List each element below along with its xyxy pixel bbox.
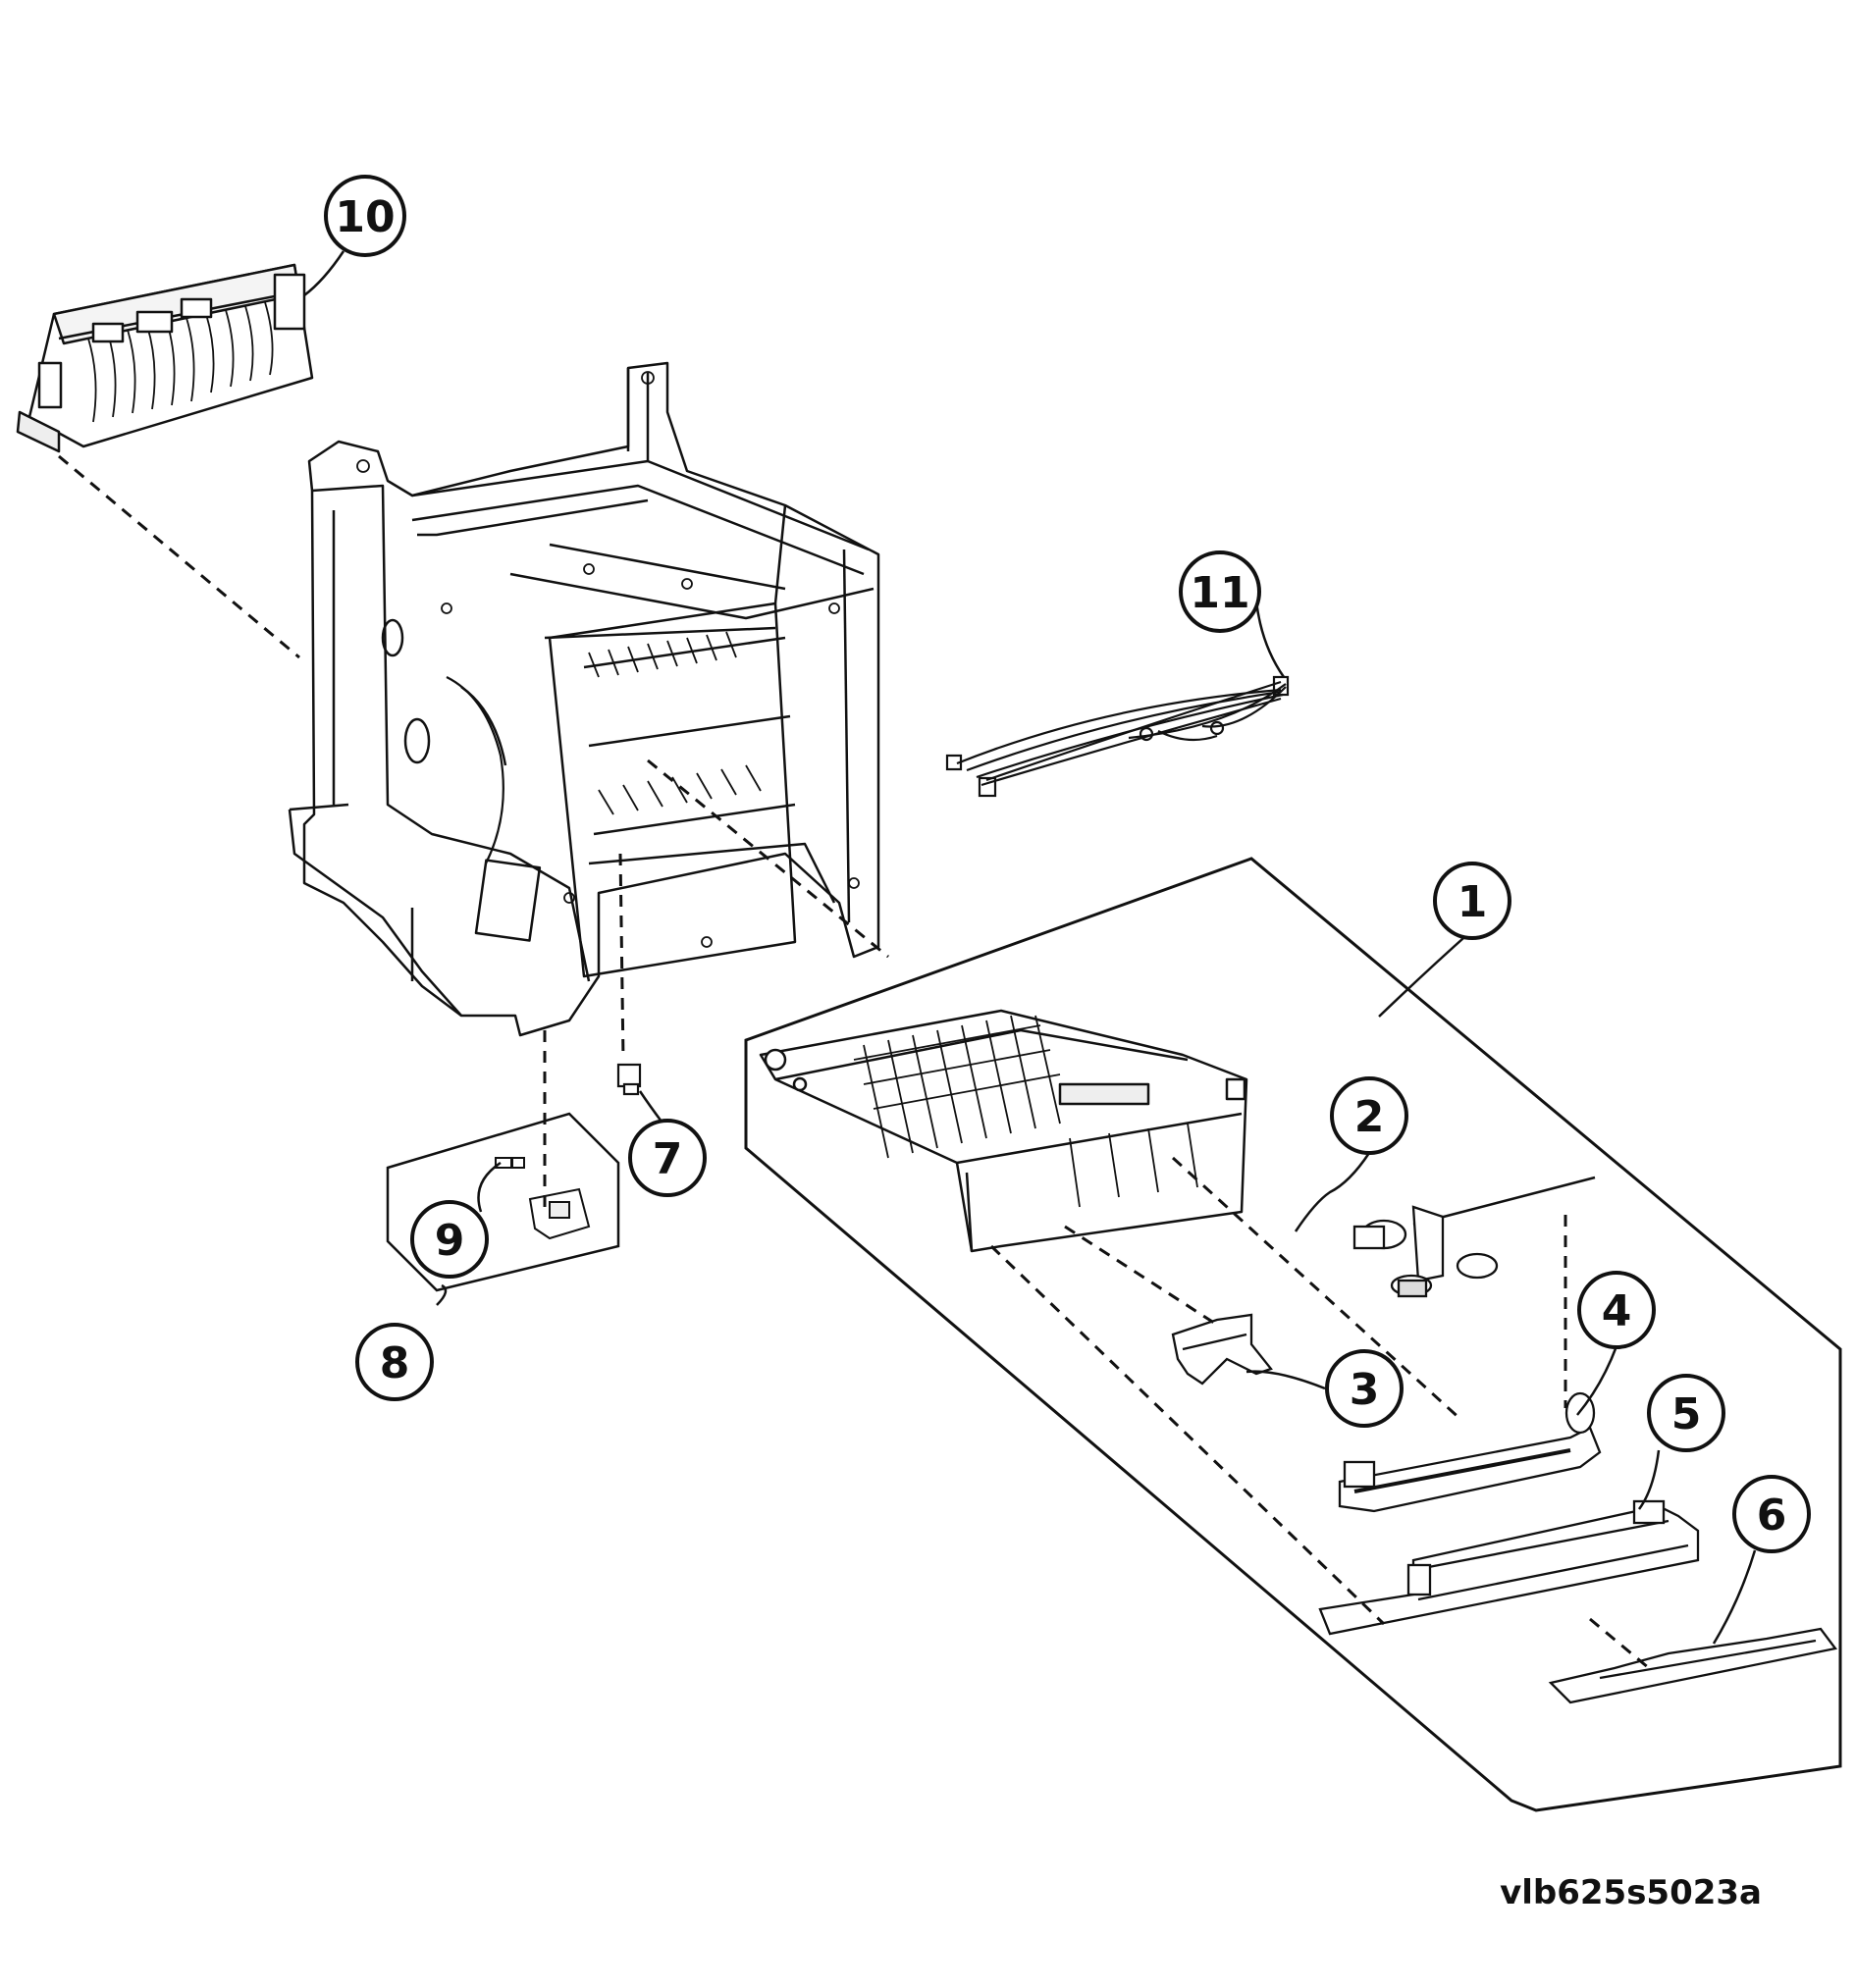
- callout-3-label: 3: [1350, 1365, 1380, 1415]
- callout-2: 2: [1330, 1076, 1408, 1155]
- assembly-lines: [58, 454, 1650, 1670]
- callout-8-label: 8: [380, 1338, 410, 1388]
- part-7-drawing: [616, 1063, 642, 1096]
- callout-6: 6: [1732, 1475, 1811, 1553]
- figure-id: vlb625s5023a: [1500, 1873, 1762, 1912]
- printer-frame-drawing: [288, 361, 880, 1037]
- callout-5: 5: [1647, 1374, 1725, 1452]
- callout-3: 3: [1325, 1349, 1404, 1428]
- part-10-drawing: [16, 263, 314, 453]
- callout-11-label: 11: [1190, 568, 1249, 618]
- part-2-drawing: [1352, 1176, 1596, 1298]
- part-5-drawing: [1318, 1499, 1700, 1636]
- callout-6-label: 6: [1757, 1491, 1787, 1541]
- callout-5-label: 5: [1671, 1389, 1702, 1439]
- callout-1-label: 1: [1458, 877, 1488, 927]
- kit-1-outline: [744, 857, 1842, 1812]
- callout-9-label: 9: [435, 1216, 465, 1266]
- callout-8: 8: [355, 1323, 434, 1401]
- part-9-drawing: [495, 1157, 591, 1240]
- part-11-drawing: [945, 675, 1290, 798]
- callout-10: 10: [324, 175, 406, 257]
- kit-8-drawing: [386, 1112, 620, 1292]
- callout-4: 4: [1577, 1271, 1656, 1349]
- part-3-drawing: [1171, 1313, 1273, 1386]
- callout-10-label: 10: [335, 192, 395, 242]
- leader-lines: [303, 250, 1757, 1645]
- callout-7: 7: [628, 1119, 707, 1197]
- callout-2-label: 2: [1354, 1092, 1385, 1142]
- duplex-unit-drawing: [759, 1009, 1248, 1253]
- part-6-drawing: [1548, 1627, 1838, 1704]
- callout-9: 9: [410, 1200, 489, 1279]
- callout-4-label: 4: [1602, 1286, 1632, 1336]
- callout-7-label: 7: [653, 1134, 683, 1184]
- callout-1: 1: [1433, 862, 1511, 940]
- callout-11: 11: [1179, 550, 1261, 633]
